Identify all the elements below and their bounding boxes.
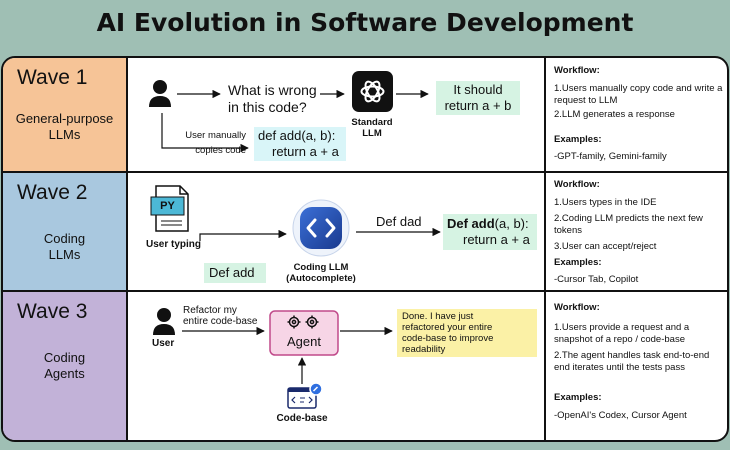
wave-3-workflow-heading: Workflow: (554, 302, 600, 313)
wave-1-workflow-step-1: 1.Users manually copy code and write a r… (554, 83, 723, 106)
answer-line-1: It should (453, 82, 503, 97)
wave-1-subtitle-line-1: General-purpose (15, 111, 114, 126)
completed-code-line-1: Def add(a, b): (447, 216, 529, 232)
copy-label-line-2: copies code (195, 145, 246, 156)
wave-1-examples-heading: Examples: (554, 134, 602, 145)
page-title: AI Evolution in Software Development (96, 8, 634, 37)
user-typing-label: User typing (146, 239, 202, 250)
question-line-1: What is wrong (228, 82, 317, 98)
wave-3-cell: Wave 3 Coding Agents (3, 292, 128, 440)
wave-3-workflow-cell: Workflow: 1.Users provide a request and … (544, 292, 727, 440)
wave-2-diagram: PY User typing Def add Coding LLM (Autoc… (130, 173, 542, 290)
wave-1-examples: -GPT-family, Gemini-family (554, 151, 667, 162)
wave-1-row: Wave 1 General-purpose LLMs (3, 58, 727, 173)
wave-1-workflow-cell: Workflow: 1.Users manually copy code and… (544, 58, 727, 171)
code-box: def add(a, b): return a + a (254, 127, 346, 161)
completed-code-box: Def add(a, b): return a + a (443, 214, 537, 250)
waves-table: Wave 1 General-purpose LLMs (1, 56, 729, 442)
agent-label: Agent (287, 334, 321, 349)
completed-code-line-2: return a + a (463, 232, 530, 247)
wave-3-examples: -OpenAI's Codex, Cursor Agent (554, 410, 687, 421)
request-line-1: Refactor my (183, 305, 237, 316)
code-line-2: return a + a (272, 144, 339, 159)
typed-box: Def add (204, 263, 266, 283)
wave-3-subtitle-line-2: Agents (44, 366, 85, 381)
wave-1-workflow-heading: Workflow: (554, 65, 600, 76)
done-line-4: readability (402, 344, 446, 355)
arrow-copy-code (161, 113, 249, 153)
wave-2-row: Wave 2 Coding LLMs (3, 173, 727, 292)
standard-llm-label-line-1: Standard (351, 117, 393, 128)
arrow-user-to-llm (199, 229, 287, 241)
done-line-3: code-base to improve (402, 333, 494, 344)
wave-3-diagram: User Refactor my entire code-base Agent … (130, 292, 542, 440)
codebase-icon (287, 382, 323, 409)
wave-1-workflow-step-2: 2.LLM generates a response (554, 109, 675, 120)
request-line-2: entire code-base (183, 316, 258, 327)
wave-3-workflow-step-1: 1.Users provide a request and a snapshot… (554, 322, 690, 345)
wave-2-workflow-step-3: 3.User can accept/reject (554, 241, 657, 252)
answer-box: It should return a + b (436, 81, 520, 115)
wave-2-examples-heading: Examples: (554, 257, 602, 268)
agent-box (269, 310, 339, 356)
completed-code-accepted: Def add (447, 216, 495, 231)
wave-2-arrows (150, 185, 441, 257)
copy-label-line-1: User manually (185, 130, 246, 141)
wave-3-workflow-step-2: 2.The agent handles task end-to-end end … (554, 350, 710, 373)
user-icon (153, 308, 175, 335)
wave-3-row: Wave 3 Coding Agents (3, 292, 727, 440)
wave-2-workflow-step-1: 1.Users types in the IDE (554, 197, 657, 208)
coding-llm-label-line-1: Coding LLM (293, 262, 349, 273)
coding-llm-label-line-2: (Autocomplete) (286, 273, 356, 284)
done-line-2: refactored your entire (402, 322, 493, 333)
wave-1-cell: Wave 1 General-purpose LLMs (3, 58, 128, 171)
wave-3-arrows (153, 308, 393, 409)
coding-llm-icon (292, 199, 350, 257)
wave-2-title: Wave 2 (17, 181, 88, 204)
codebase-label: Code-base (276, 413, 328, 424)
question-line-2: in this code? (228, 99, 307, 115)
wave-2-examples: -Cursor Tab, Copilot (554, 274, 639, 285)
python-file-badge: PY (160, 200, 175, 212)
answer-line-2: return a + b (444, 98, 512, 113)
wave-2-workflow-step-2: 2.Coding LLM predicts the next few token… (554, 213, 703, 236)
wave-2-subtitle-line-1: Coding (43, 231, 86, 246)
gears-icon (287, 315, 319, 329)
wave-3-subtitle-line-1: Coding (43, 350, 86, 365)
wave-1-arrows (149, 71, 429, 153)
wave-2-workflow-cell: Workflow: 1.Users types in the IDE 2.Cod… (544, 173, 727, 290)
wave-2-workflow-heading: Workflow: (554, 179, 600, 190)
completed-code-args: (a, b): (494, 216, 529, 231)
wave-2-subtitle-line-2: LLMs (48, 247, 81, 262)
wave-1-diagram: What is wrong in this code? Standard LLM… (130, 58, 542, 171)
typed-text: Def add (209, 265, 255, 280)
wave-3-title: Wave 3 (17, 300, 88, 323)
suggestion-text: Def dad (376, 214, 422, 229)
wave-2-cell: Wave 2 Coding LLMs (3, 173, 128, 290)
done-note: Done. I have just refactored your entire… (397, 309, 537, 357)
code-line-1: def add(a, b): (258, 128, 336, 143)
standard-llm-icon (352, 71, 393, 112)
wave-1-subtitle-line-2: LLMs (48, 127, 81, 142)
user-label: User (152, 338, 175, 349)
user-icon (149, 80, 171, 107)
done-line-1: Done. I have just (402, 311, 474, 322)
python-file-icon (150, 185, 189, 232)
wave-3-examples-heading: Examples: (554, 392, 602, 403)
wave-1-title: Wave 1 (17, 66, 88, 89)
standard-llm-label-line-2: LLM (362, 128, 382, 139)
